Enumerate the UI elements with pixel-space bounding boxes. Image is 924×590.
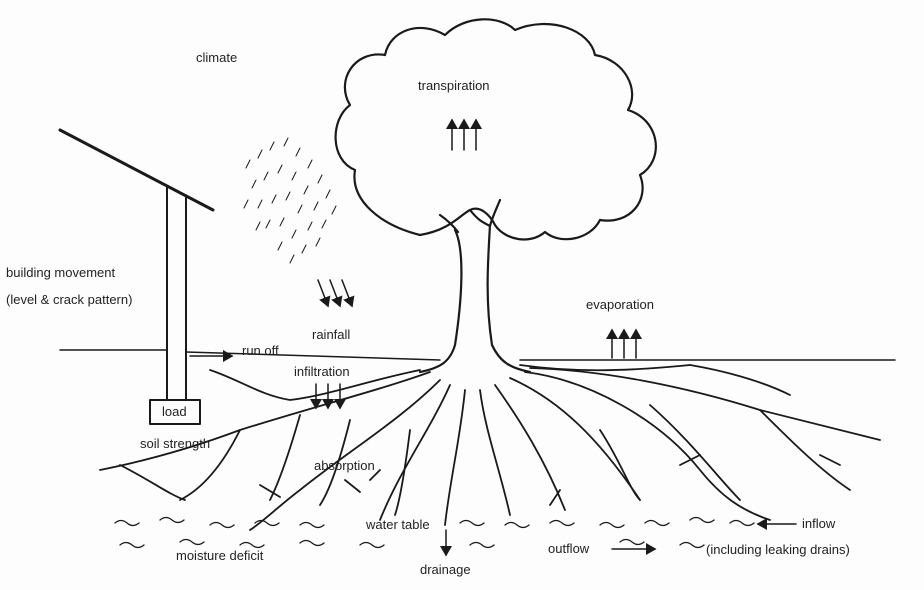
absorption-label: absorption [314, 458, 375, 473]
load-label: load [162, 404, 187, 419]
moisture-deficit-label: moisture deficit [176, 548, 264, 563]
climate-label: climate [196, 50, 238, 65]
tree-trunk [418, 198, 532, 374]
tree-roots [99, 364, 881, 531]
crack-pattern-label: (level & crack pattern) [6, 292, 133, 307]
rainfall-label: rainfall [312, 327, 351, 342]
inflow-label: inflow [802, 516, 836, 531]
building-movement-label: building movement [6, 265, 116, 280]
rainfall-arrows [317, 279, 355, 308]
drainage-label: drainage [420, 562, 471, 577]
soil-strength-label: soil strength [140, 436, 211, 451]
evaporation-arrows [606, 328, 642, 359]
transpiration-arrows [446, 118, 482, 151]
water-table-waves [114, 516, 755, 549]
run-off-label: run off [242, 343, 279, 358]
house-drawing [58, 128, 215, 425]
infiltration-label: infiltration [294, 364, 350, 379]
transpiration-label: transpiration [418, 78, 490, 93]
water-table-label: water table [366, 517, 430, 532]
rain-streaks [243, 137, 337, 264]
tree-canopy [334, 18, 657, 241]
outflow-label: outflow [548, 541, 590, 556]
leaking-drains-label: (including leaking drains) [706, 542, 850, 557]
evaporation-label: evaporation [586, 297, 654, 312]
